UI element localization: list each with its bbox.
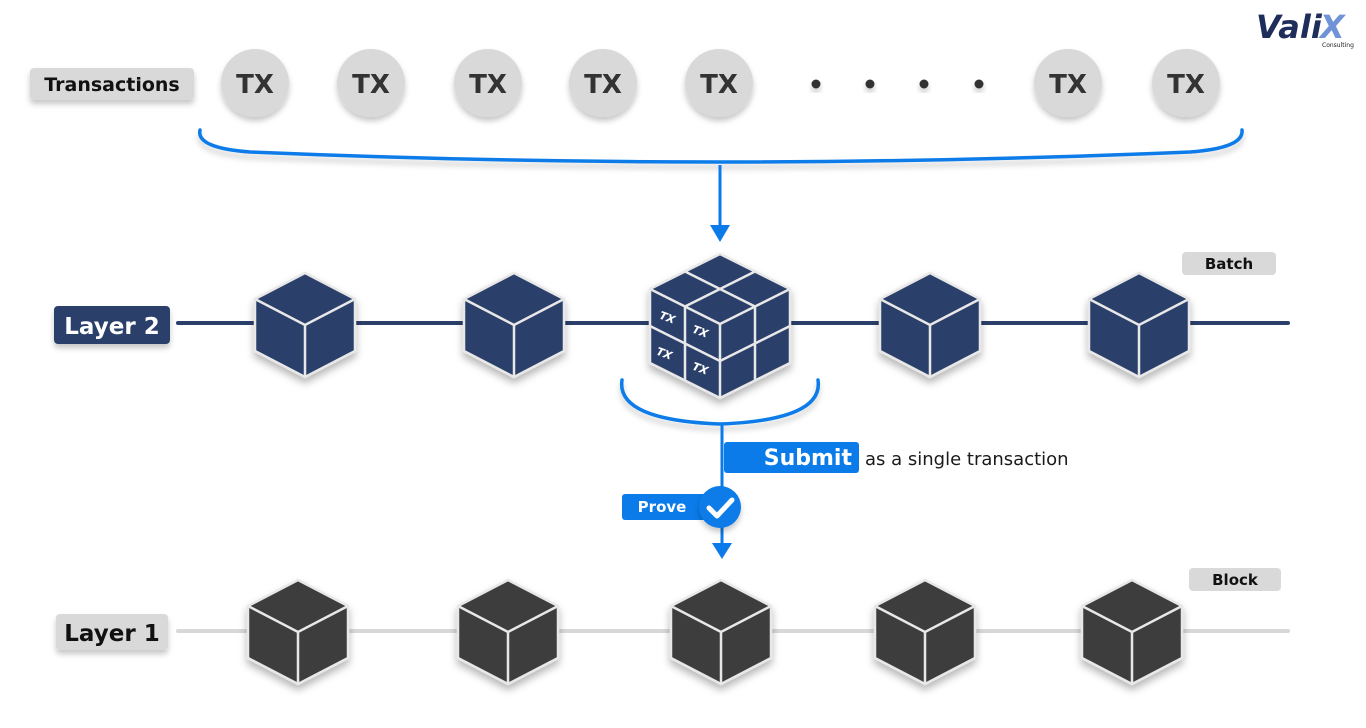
tx-label: TX [1049,70,1087,100]
valix-logo: Vali X Consulting [1256,8,1354,49]
svg-text:Prove: Prove [638,498,687,516]
ellipsis-dots [811,79,984,89]
layer1-block[interactable] [246,578,350,686]
tx-label: TX [236,70,274,100]
layer1-block[interactable] [669,578,773,686]
batch-tx-label: TX [654,345,674,363]
block-tag: Block [1189,568,1281,591]
batch-tag: Batch [1182,252,1276,275]
logo-subtitle: Consulting [1322,42,1354,49]
logo-text-accent: X [1318,8,1346,46]
tx-circle: TX [337,49,405,117]
layer1-block[interactable] [456,578,560,686]
transactions-bracket [198,128,1244,164]
layer1-block[interactable] [1080,578,1184,686]
layer2-block[interactable] [878,271,982,379]
layer1-label: Layer 1 [56,614,168,650]
layer2-block[interactable] [253,271,357,379]
tx-circle: TX [221,49,289,117]
tx-circle-bg [1152,49,1220,117]
layer1-blocks [246,578,1184,686]
batch-bracket [620,378,820,426]
tx-circle-bg [454,49,522,117]
svg-text:Layer 1: Layer 1 [64,621,159,647]
tx-label: TX [700,70,738,100]
checkmark-icon-bg [699,486,741,528]
checkmark-icon [706,497,735,519]
tx-label: TX [352,70,390,100]
tx-label: TX [1167,70,1205,100]
batch-cube-body [648,252,792,400]
tx-label: TX [584,70,622,100]
batch-tx-label: TX [690,360,710,378]
batch-tx-label: TX [690,323,710,341]
tx-circle: TX [685,49,753,117]
tx-circle: TX [454,49,522,117]
tx-circle-bg [685,49,753,117]
tx-circle: TX [569,49,637,117]
arrow-to-layer1 [712,543,732,559]
submit-label: Submit as a single transaction [724,442,1069,473]
transactions-label: Transactions [30,68,194,100]
layer2-blocks [253,271,1191,379]
ellipsis-dot [919,79,929,89]
transaction-row: TX TX TX TX TX TX TX [221,49,1220,117]
tx-circle-bg [569,49,637,117]
svg-text:Transactions: Transactions [44,74,179,96]
layer2-label: Layer 2 [54,306,170,344]
logo-text-main: Vali [1256,8,1323,46]
svg-text:Block: Block [1212,571,1259,589]
tx-circle-bg [337,49,405,117]
svg-text:Layer 2: Layer 2 [64,314,159,340]
tx-circle: TX [1034,49,1102,117]
layer1-block[interactable] [873,578,977,686]
tx-circle-bg [1034,49,1102,117]
svg-text:Submit: Submit [764,446,853,471]
ellipsis-dot [865,79,875,89]
ellipsis-dot [811,79,821,89]
prove-badge: Prove [622,486,741,528]
tx-circle-bg [221,49,289,117]
batch-tx-label: TX [657,309,677,327]
submit-suffix: as a single transaction [865,449,1069,470]
arrow-to-batch [710,165,730,242]
tx-circle: TX [1152,49,1220,117]
svg-text:Batch: Batch [1205,255,1253,273]
layer2-block[interactable] [1087,271,1191,379]
ellipsis-dot [974,79,984,89]
layer2-block[interactable] [462,271,566,379]
tx-label: TX [469,70,507,100]
batch-block[interactable]: TX TX TX TX [648,252,792,400]
